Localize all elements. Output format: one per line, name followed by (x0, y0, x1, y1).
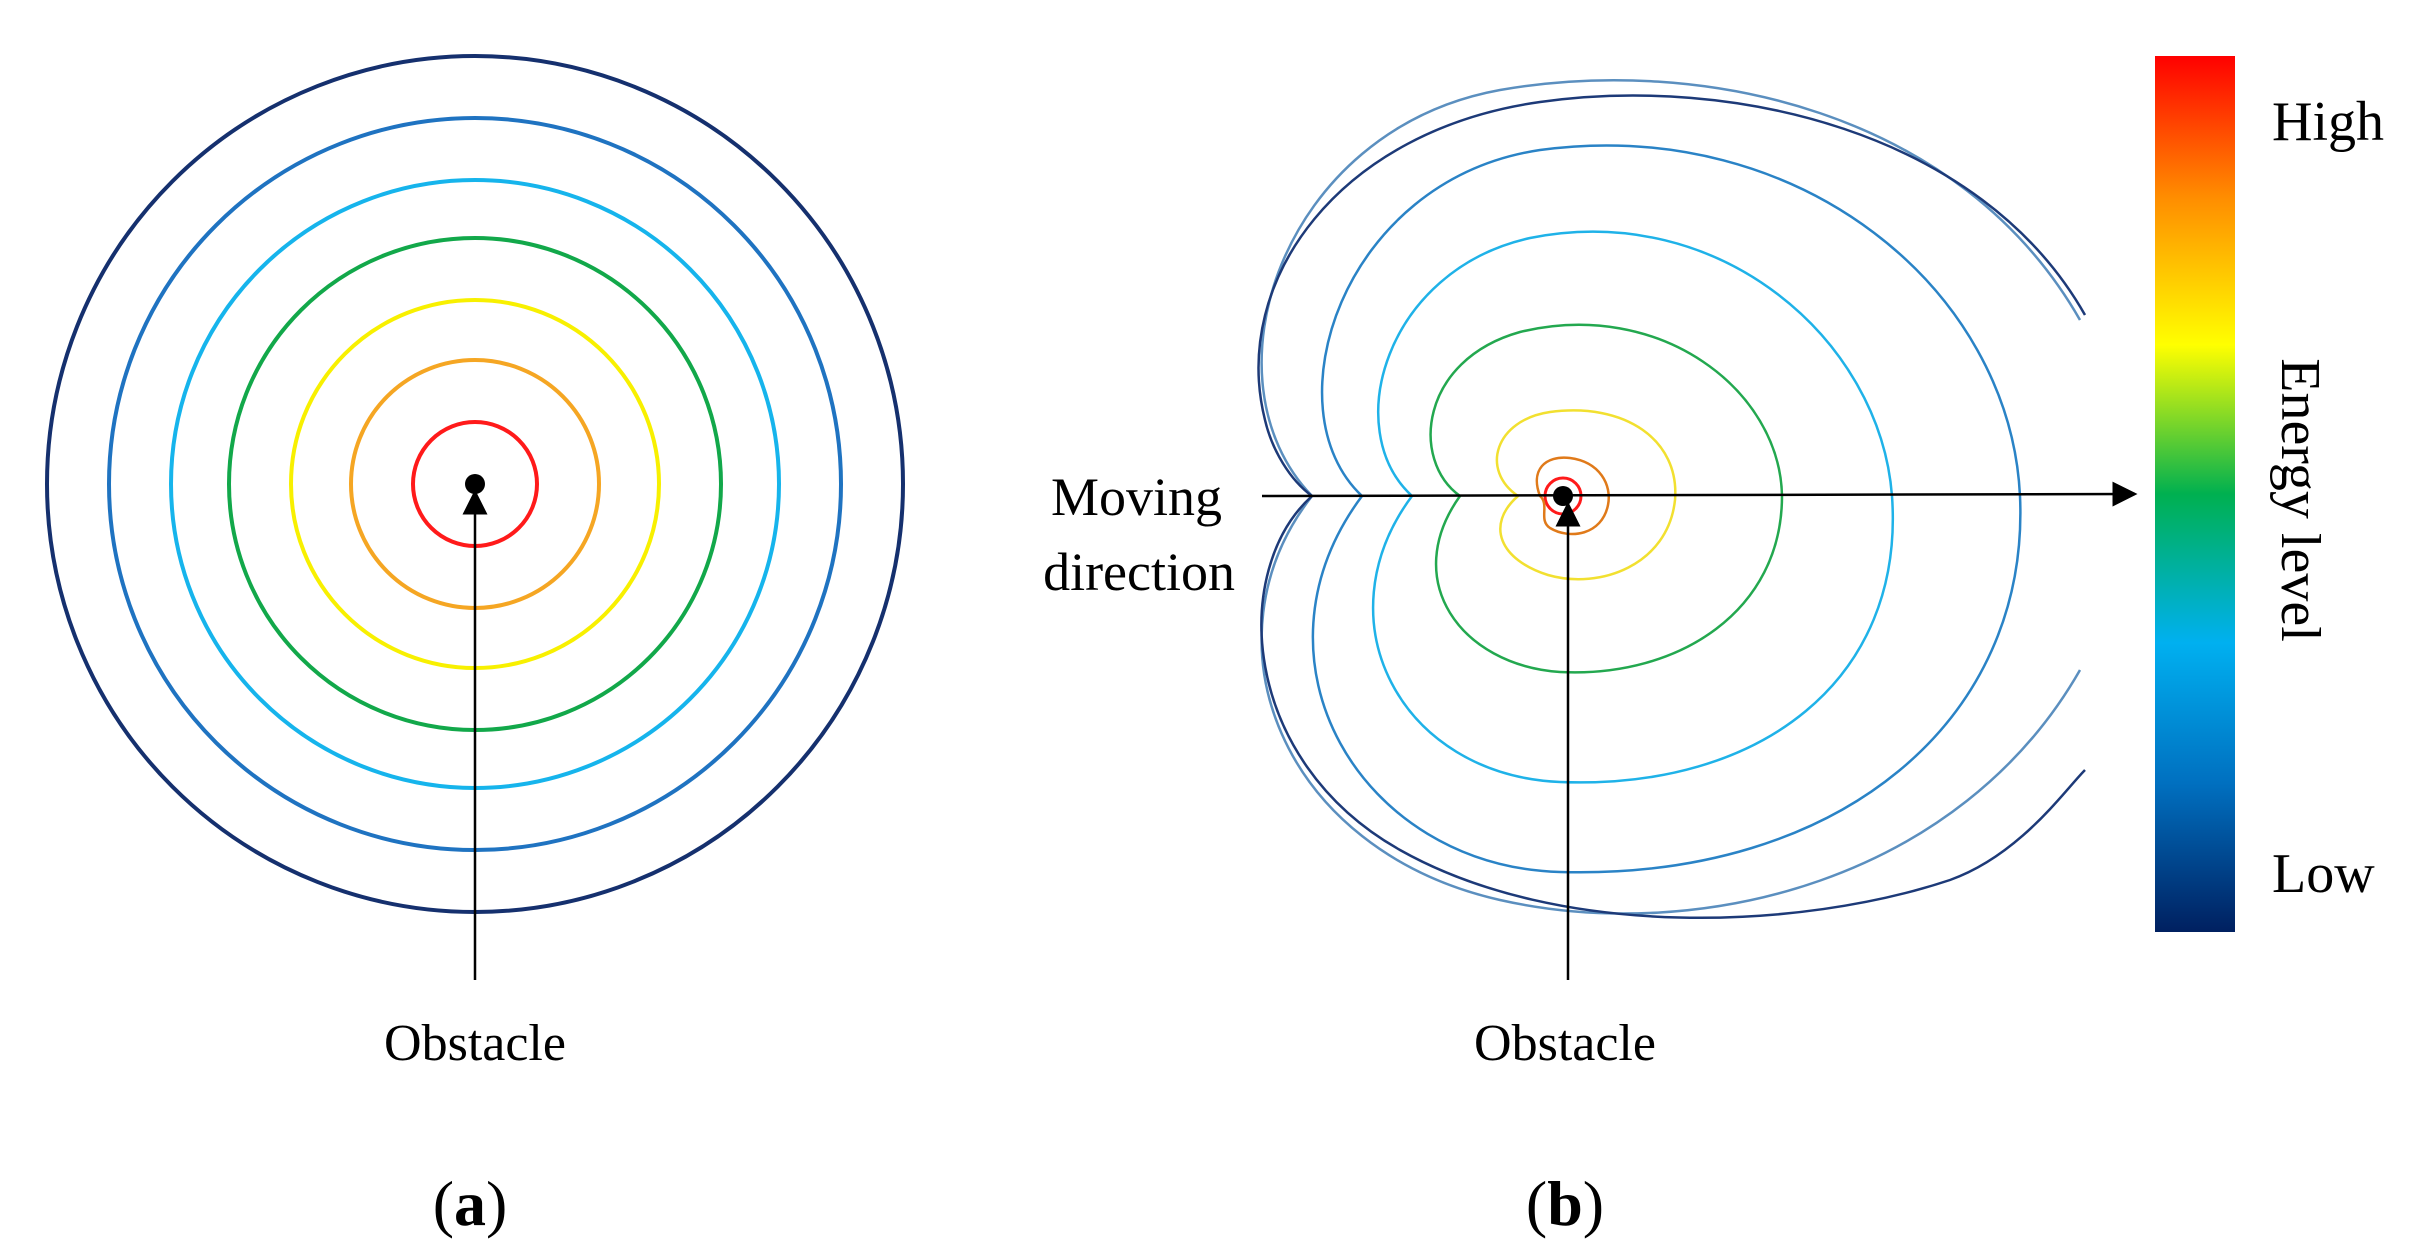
panel-b: Moving direction Obstacle (b) (1043, 78, 2138, 1239)
moving-label-line1: Moving (1051, 467, 1222, 527)
panel-a-label: (a) (433, 1168, 508, 1239)
moving-direction-arrow (1261, 481, 2138, 507)
moving-label-line2: direction (1043, 542, 1235, 602)
contour-b-3 (1495, 409, 1677, 581)
colorbar-axis-label: Energy level (2269, 358, 2331, 642)
contour-b-2 (1535, 456, 1610, 536)
energy-colorbar: High Low Energy level (2155, 56, 2384, 932)
obstacle-dot-a (465, 474, 485, 494)
contour-b-outer (1257, 94, 2087, 919)
obstacle-label-a: Obstacle (384, 1015, 566, 1072)
colorbar-high-label: High (2272, 91, 2384, 153)
panel-b-label: (b) (1526, 1168, 1604, 1239)
colorbar-gradient (2155, 56, 2235, 932)
contour-b-4 (1429, 323, 1784, 674)
colorbar-low-label: Low (2272, 843, 2375, 905)
contour-b-6 (1311, 144, 2022, 874)
obstacle-dot-b (1553, 486, 1573, 506)
obstacle-label-b: Obstacle (1474, 1015, 1656, 1072)
contour-b-5 (1371, 230, 1895, 784)
panel-a: Obstacle (a) (45, 54, 905, 1239)
